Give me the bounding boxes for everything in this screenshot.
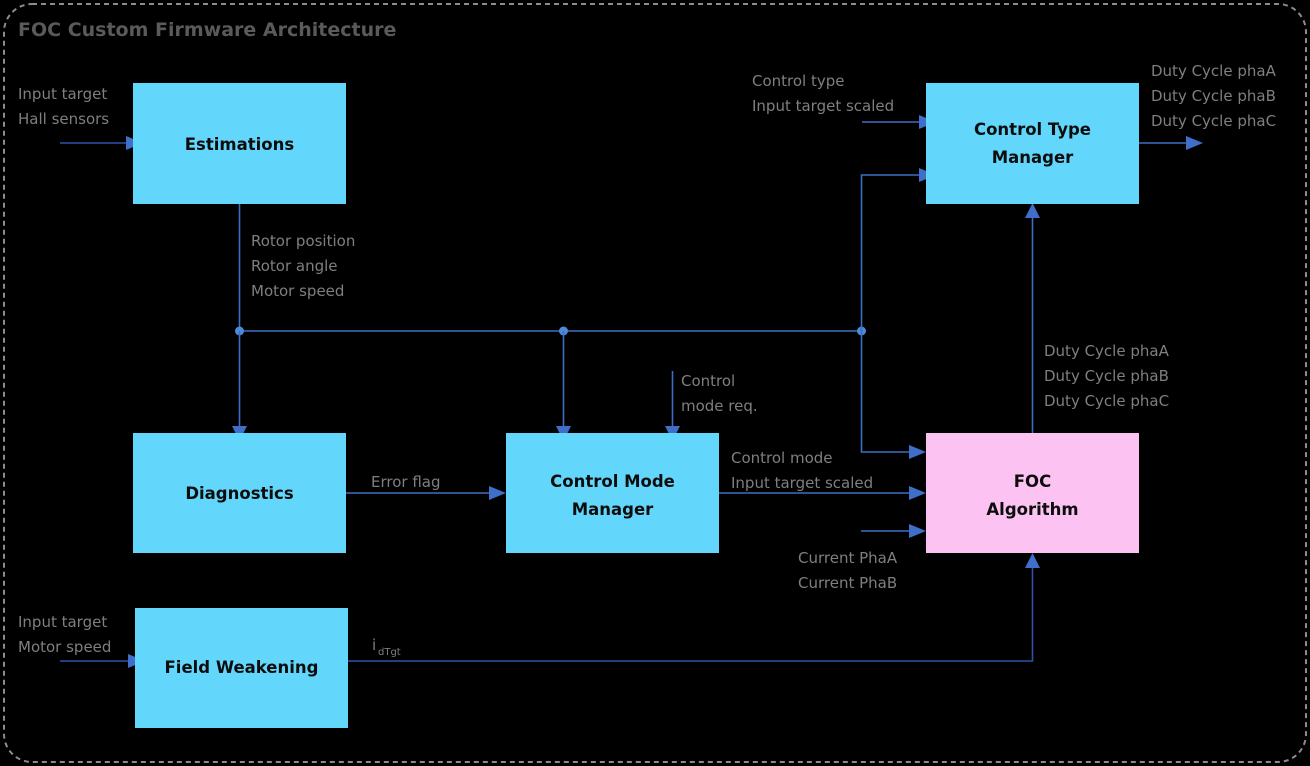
wire-bus-to-control-mode-manager — [556, 331, 571, 441]
wire-field-weakening-input — [60, 654, 145, 668]
page-title: FOC Custom Firmware Architecture — [18, 19, 396, 41]
label-duty-cycle-feedback-line1: Duty Cycle phaA — [1044, 342, 1170, 360]
wire-id-target-to-foc — [348, 553, 1040, 662]
label-id-target: i dTgt — [372, 636, 401, 658]
diagram-frame-border — [3, 3, 1307, 763]
wire-duty-cycle-feedback — [1025, 203, 1040, 433]
block-estimations-label: Estimations — [185, 135, 295, 154]
wire-error-flag — [346, 486, 506, 500]
wire-estimations-input — [60, 136, 143, 150]
label-duty-cycle-output: Duty Cycle phaA Duty Cycle phaB Duty Cyc… — [1151, 62, 1277, 130]
label-estimations-bus-line2: Rotor angle — [251, 257, 338, 275]
label-control-mode-out: Control mode Input target scaled — [731, 449, 873, 492]
block-control-type-manager-label-line1: Control Type — [974, 120, 1091, 139]
label-current-phase-line2: Current PhaB — [798, 574, 897, 592]
label-estimations-bus-line3: Motor speed — [251, 282, 344, 300]
label-error-flag-text: Error flag — [371, 473, 441, 491]
label-estimations-bus-line1: Rotor position — [251, 232, 355, 250]
label-estimations-bus: Rotor position Rotor angle Motor speed — [251, 232, 355, 300]
block-foc-algorithm-label-line2: Algorithm — [986, 500, 1078, 519]
label-control-mode-out-line1: Control mode — [731, 449, 833, 467]
label-control-type-input-line2: Input target scaled — [752, 97, 894, 115]
wire-control-mode-request — [665, 371, 680, 441]
wire-bus-to-diagnostics — [232, 331, 247, 441]
block-field-weakening-label: Field Weakening — [165, 658, 319, 677]
label-current-phase-line1: Current PhaA — [798, 549, 898, 567]
label-control-type-input-line1: Control type — [752, 72, 845, 90]
label-id-target-base: i — [372, 636, 376, 654]
block-control-mode-manager-label-line2: Manager — [572, 500, 654, 519]
label-duty-cycle-feedback: Duty Cycle phaA Duty Cycle phaB Duty Cyc… — [1044, 342, 1170, 410]
label-estimations-input-line1: Input target — [18, 85, 107, 103]
label-error-flag: Error flag — [371, 473, 441, 491]
label-control-mode-request: Control mode req. — [681, 372, 758, 415]
label-field-weakening-input-line1: Input target — [18, 613, 107, 631]
block-foc-algorithm[interactable]: FOC Algorithm — [926, 433, 1139, 553]
label-duty-cycle-feedback-line2: Duty Cycle phaB — [1044, 367, 1169, 385]
label-duty-cycle-output-line3: Duty Cycle phaC — [1151, 112, 1276, 130]
block-control-mode-manager[interactable]: Control Mode Manager — [506, 433, 719, 553]
label-current-phase: Current PhaA Current PhaB — [798, 549, 898, 592]
label-control-mode-request-line1: Control — [681, 372, 735, 390]
label-field-weakening-input-line2: Motor speed — [18, 638, 111, 656]
wire-signal-bus — [235, 326, 866, 336]
block-diagnostics[interactable]: Diagnostics — [133, 433, 346, 553]
wire-control-type-output — [1139, 136, 1203, 150]
wire-current-phase-input — [861, 524, 926, 538]
wire-bus-to-control-type-manager — [860, 168, 936, 331]
block-control-mode-manager-label-line1: Control Mode — [550, 472, 675, 491]
label-control-mode-out-line2: Input target scaled — [731, 474, 873, 492]
label-duty-cycle-output-line2: Duty Cycle phaB — [1151, 87, 1276, 105]
block-estimations[interactable]: Estimations — [133, 83, 346, 204]
label-control-mode-request-line2: mode req. — [681, 397, 758, 415]
label-id-target-subscript: dTgt — [378, 647, 401, 658]
label-control-type-input: Control type Input target scaled — [752, 72, 894, 115]
label-estimations-input: Input target Hall sensors — [18, 85, 109, 128]
block-field-weakening[interactable]: Field Weakening — [135, 608, 348, 728]
wire-control-type-input — [862, 115, 936, 129]
block-control-type-manager-label-line2: Manager — [992, 148, 1074, 167]
block-control-type-manager[interactable]: Control Type Manager — [926, 83, 1139, 204]
label-duty-cycle-feedback-line3: Duty Cycle phaC — [1044, 392, 1169, 410]
label-duty-cycle-output-line1: Duty Cycle phaA — [1151, 62, 1277, 80]
block-foc-algorithm-label-line1: FOC — [1014, 472, 1051, 491]
block-diagnostics-label: Diagnostics — [185, 484, 294, 503]
wire-bus-to-foc-control-mode — [860, 331, 926, 459]
wire-control-mode-to-foc — [719, 486, 926, 500]
label-estimations-input-line2: Hall sensors — [18, 110, 109, 128]
label-field-weakening-input: Input target Motor speed — [18, 613, 111, 656]
